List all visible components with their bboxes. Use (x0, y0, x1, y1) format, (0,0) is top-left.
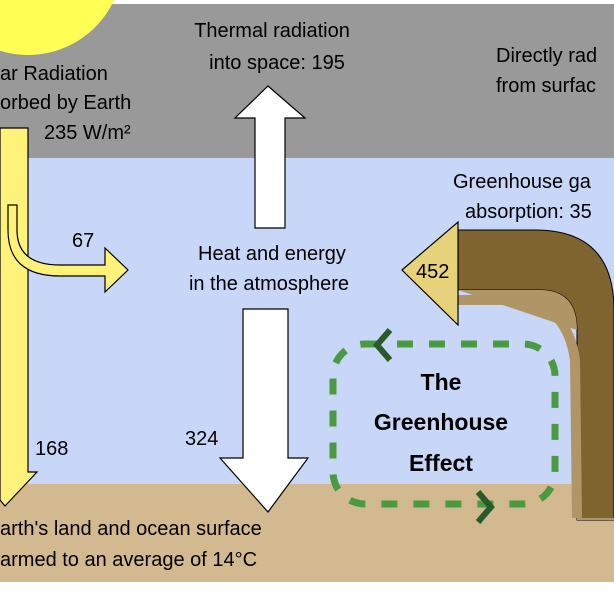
atmosphere-band (0, 158, 614, 485)
greenhouse-title-line3: Effect (409, 450, 473, 476)
value-452: 452 (416, 261, 449, 283)
thermal-space-arrow (233, 85, 307, 229)
solar-label-line3: 235 W/m² (44, 122, 131, 144)
solar-label-line2: orbed by Earth (0, 92, 131, 114)
ground-band (0, 484, 614, 582)
greenhouse-loop (329, 340, 559, 508)
thermal-label-line2: into space: 195 (209, 52, 345, 74)
solar-label-line1: ar Radiation (0, 63, 108, 85)
atmosphere-absorbed-arrow (7, 204, 129, 294)
value-324: 324 (185, 428, 218, 450)
heat-label-line1: Heat and energy (198, 243, 346, 265)
direct-label-line2: from surfac (496, 75, 596, 97)
chevron-right-icon (475, 490, 495, 524)
direct-label-line1: Directly rad (496, 45, 597, 67)
value-67: 67 (72, 230, 94, 252)
chevron-left-icon (373, 328, 393, 362)
greenhouse-title-line1: The (421, 369, 462, 395)
back-radiation-arrow (218, 308, 310, 513)
ghg-label-line2: absorption: 35 (465, 201, 592, 223)
surface-label-line2: armed to an average of 14°C (0, 549, 257, 571)
thermal-label-line1: Thermal radiation (194, 20, 350, 42)
surface-label-line1: arth's land and ocean surface (0, 518, 262, 540)
value-168: 168 (35, 438, 68, 460)
space-band (0, 4, 614, 158)
heat-label-line2: in the atmosphere (189, 273, 349, 295)
sun-icon (0, 0, 115, 55)
ghg-absorption-arrow (401, 220, 459, 327)
surface-radiation-band-highlight (458, 295, 582, 519)
ghg-label-line1: Greenhouse ga (453, 171, 592, 193)
greenhouse-title-line2: Greenhouse (374, 409, 508, 435)
